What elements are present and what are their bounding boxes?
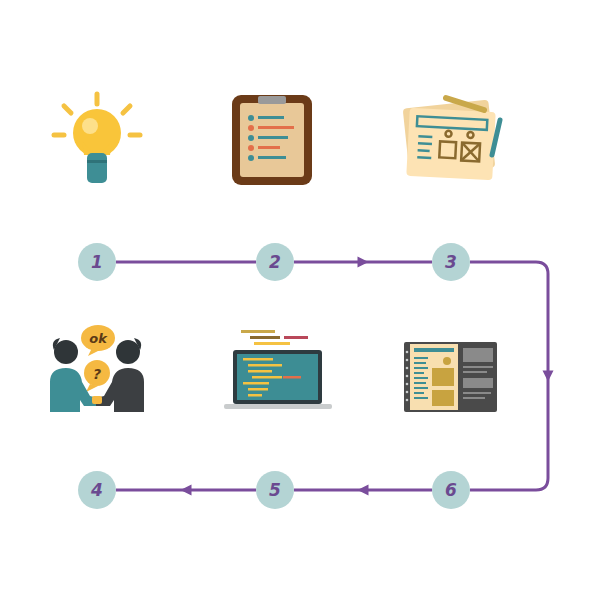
step-number: 2 [269,254,281,271]
speech-bubble-text: ? [93,367,101,381]
speech-bubble-text: ok [89,332,107,345]
clipboard-icon [232,95,312,185]
flow-connector [294,485,432,496]
arrow-head [358,485,369,496]
step-circle: 2 [256,243,294,281]
step-circle: 3 [432,243,470,281]
step-number: 3 [445,254,457,271]
idea-bulb-icon [54,94,140,183]
step-number: 5 [269,482,281,499]
step-circle: 5 [256,471,294,509]
step-circle: 4 [78,471,116,509]
step-circle: 1 [78,243,116,281]
connector-line [470,262,548,490]
step-circle: 6 [432,471,470,509]
sketch-paper-icon [403,98,500,180]
flow-connector [116,485,256,496]
laptop-code-icon [224,330,332,409]
flow-connector [294,257,432,268]
flow-connector [470,262,554,490]
flow-connector [116,262,256,263]
step-number: 4 [91,482,103,499]
arrow-head [358,257,369,268]
step-number: 6 [445,482,457,499]
meeting-people-icon [50,325,144,412]
connector-line [116,261,256,264]
ui-wireframe-icon [404,342,497,412]
arrow-head [181,485,192,496]
step-number: 1 [91,254,103,271]
arrow-head [543,371,554,382]
